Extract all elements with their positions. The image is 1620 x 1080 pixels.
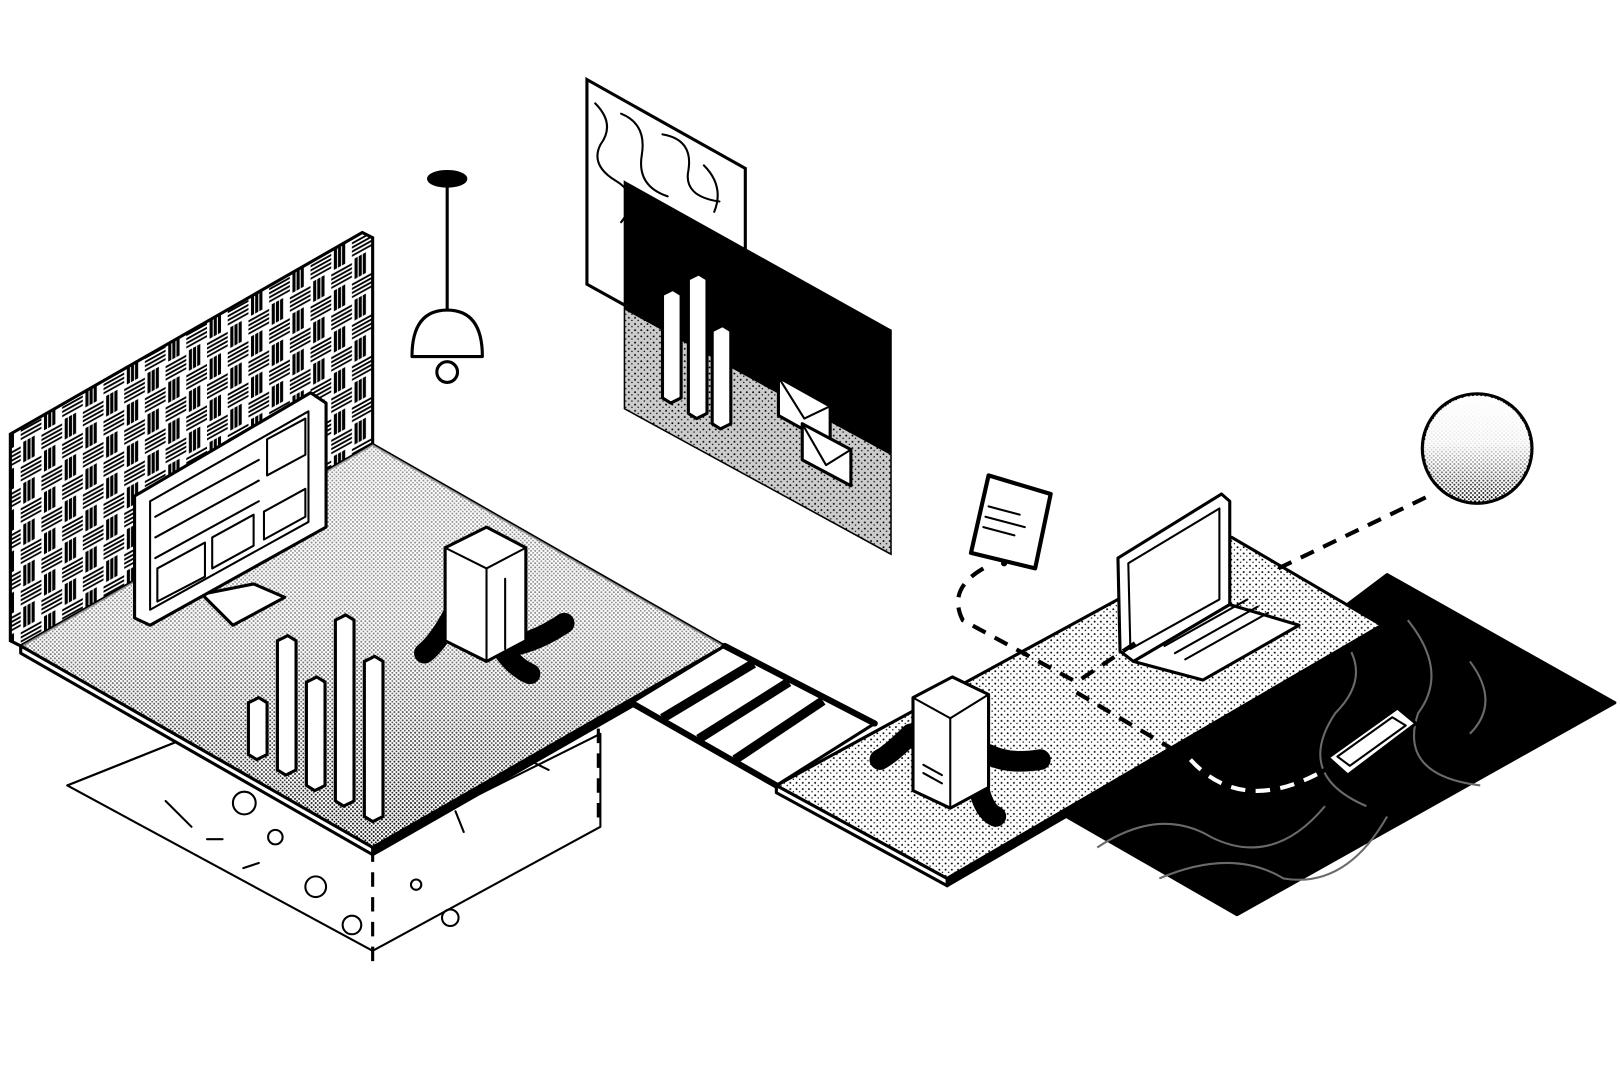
ground-block [66,728,602,967]
sphere [1420,392,1534,505]
bar-columns [246,613,385,824]
pendant-lamp [410,170,484,384]
dashed-connector-tablet [956,566,1140,685]
robot-left [414,525,575,685]
floating-screens [585,76,892,556]
left-room [8,230,728,857]
right-platform [773,492,1385,888]
dashed-connector-sphere [1277,494,1430,571]
robot-right [869,675,1051,827]
tablet-icon [968,473,1053,571]
laptop-icon [1116,492,1301,682]
phone-icon [1326,706,1418,777]
wall-monitor [133,391,328,627]
envelope-icon [776,375,853,488]
ladder-bridge [628,642,878,789]
